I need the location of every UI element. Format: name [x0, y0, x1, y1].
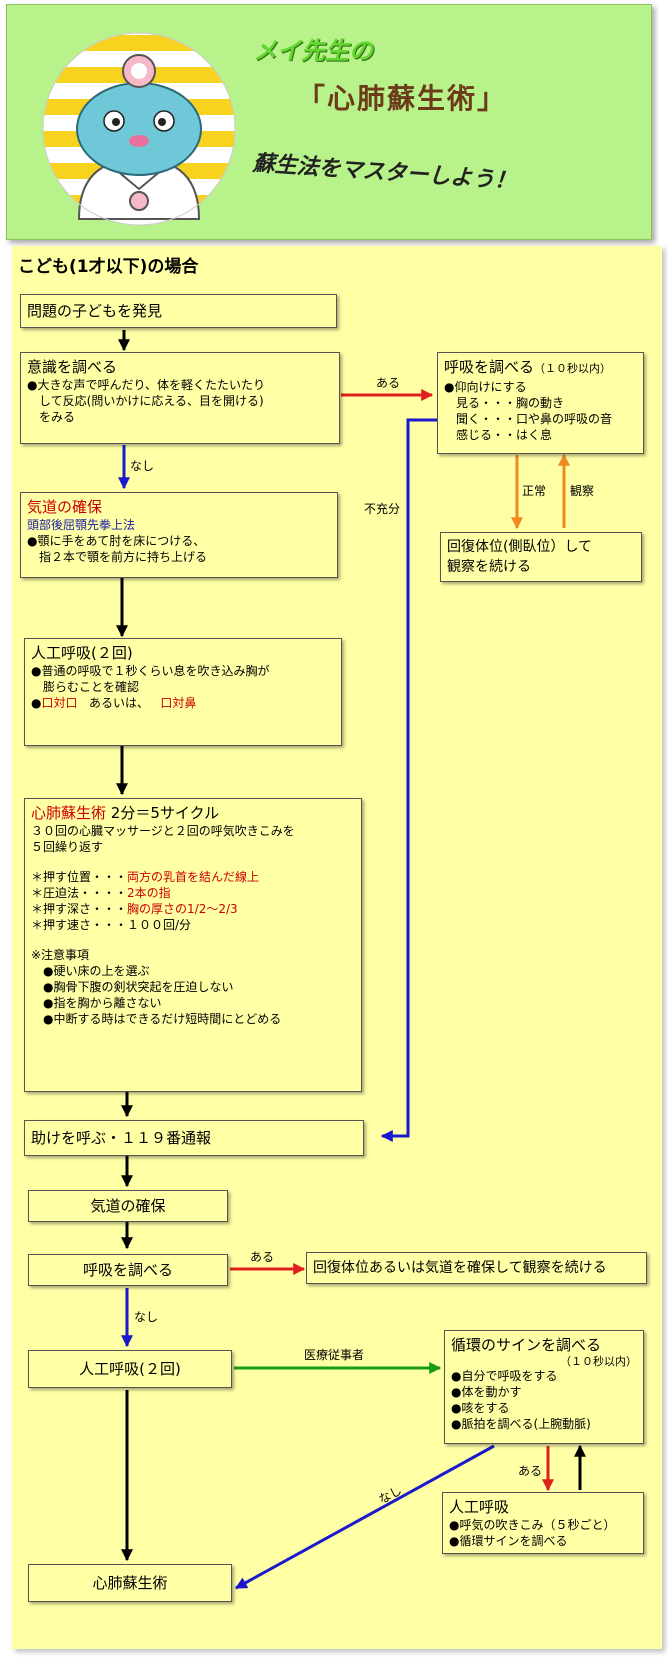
- circulation-line-4: ●脈拍を調べる(上腕動脈): [451, 1417, 591, 1431]
- cpr-p3-label: ＊押す深さ・・・: [31, 902, 128, 916]
- circulation-line-1: ●自分で呼吸をする: [451, 1369, 558, 1383]
- cpr-title-rest: 2分＝5サイクル: [110, 804, 220, 822]
- rescue-breath-3-title: 人工呼吸: [449, 1498, 510, 1516]
- or-text: あるいは、: [88, 696, 149, 710]
- cpr-p1-label: ＊押す位置・・・: [31, 870, 128, 884]
- consciousness-line-1: ●大きな声で呼んだり、体を軽くたたいたり: [27, 378, 265, 392]
- box-cpr: 心肺蘇生術 2分＝5サイクル ３０回の心臓マッサージと２回の呼気吹きこみを ５回…: [24, 798, 362, 1092]
- circulation-line-2: ●体を動かす: [451, 1385, 522, 1399]
- box-recovery-1: 回復体位(側臥位）して 観察を続ける: [440, 532, 642, 582]
- cpr-p4: ＊押す速さ・・・１００回/分: [31, 918, 192, 932]
- label-aru-1: ある: [376, 376, 401, 390]
- breath-check-1-line-1: ●仰向けにする: [444, 380, 527, 394]
- box-rescue-breath-3: 人工呼吸 ●呼気の吹きこみ（５秒ごと） ●循環サインを調べる: [442, 1492, 644, 1554]
- cpr-p2-val: 2本の指: [127, 886, 171, 900]
- mascot-logo: [42, 32, 236, 226]
- box-call-119: 助けを呼ぶ・１１９番通報: [24, 1120, 364, 1156]
- box-discover: 問題の子どもを発見: [20, 294, 337, 328]
- mouth-to-nose: 口対鼻: [160, 696, 197, 710]
- breath-check-1-title: 呼吸を調べる: [444, 358, 535, 376]
- breath-check-1-line-4: 感じる・・はく息: [444, 428, 553, 442]
- box-circulation: 循環のサインを調べる （１０秒以内） ●自分で呼吸をする ●体を動かす ●咳をす…: [444, 1330, 644, 1444]
- title-line2: 「心肺蘇生術」: [297, 82, 508, 115]
- caution-1: ●硬い床の上を選ぶ: [31, 964, 150, 978]
- airway-1-sub: 頭部後屈顎先拳上法: [27, 518, 136, 532]
- consciousness-title: 意識を調べる: [27, 358, 118, 376]
- rescue-breath-3-line-2: ●循環サインを調べる: [449, 1534, 568, 1548]
- breath-check-1-line-3: 聞く・・・口や鼻の呼吸の音: [444, 412, 613, 426]
- caution-3: ●指を胸から離さない: [31, 996, 162, 1010]
- header-banner: メイ先生の 「心肺蘇生術」 蘇生法をマスターしよう！: [6, 4, 652, 240]
- cpr-line-1: ３０回の心臓マッサージと２回の呼気吹きこみを: [31, 824, 295, 838]
- cpr-p2-label: ＊圧迫法・・・・: [31, 886, 128, 900]
- box-cpr-2: 心肺蘇生術: [28, 1564, 232, 1602]
- cpr-p3-val: 胸の厚さの1/2～2/3: [127, 902, 238, 916]
- cpr-title-red: 心肺蘇生術: [31, 804, 107, 822]
- box-airway-2: 気道の確保: [28, 1190, 228, 1222]
- box-breath-check-2: 呼吸を調べる: [28, 1254, 228, 1286]
- mouth-to-mouth: 口対口: [41, 696, 78, 710]
- label-nashi-2: なし: [134, 1310, 159, 1324]
- circulation-title: 循環のサインを調べる: [451, 1336, 602, 1354]
- bullet: ●: [31, 696, 42, 710]
- label-nashi-1: なし: [130, 459, 155, 473]
- consciousness-line-2: して反応(問いかけに応える、目を開ける): [27, 394, 264, 408]
- recovery-1-line-2: 観察を続ける: [447, 559, 531, 575]
- label-normal: 正常: [522, 484, 547, 498]
- box-breath-check-1: 呼吸を調べる（１０秒以内） ●仰向けにする 見る・・・胸の動き 聞く・・・口や鼻…: [437, 352, 644, 454]
- caution-2: ●胸骨下腹の剣状突起を圧迫しない: [31, 980, 234, 994]
- box-airway-1: 気道の確保 頭部後屈顎先拳上法 ●顎に手をあて肘を床につける、 指２本で顎を前方…: [20, 492, 338, 578]
- breath-check-1-note: （１０秒以内）: [534, 362, 612, 375]
- label-aru-2: ある: [250, 1250, 275, 1264]
- box-rescue-breath-1: 人工呼吸(２回) ●普通の呼吸で１秒くらい息を吹き込み胸が 膨らむことを確認 ●…: [24, 638, 342, 746]
- label-insufficient: 不充分: [364, 502, 401, 516]
- rescue-breath-1-title: 人工呼吸(２回): [31, 644, 133, 662]
- circulation-note: （１０秒以内）: [560, 1355, 637, 1368]
- airway-1-line-1: ●顎に手をあて肘を床につける、: [27, 534, 206, 548]
- airway-1-title: 気道の確保: [27, 498, 103, 516]
- label-aru-3: ある: [518, 1464, 543, 1478]
- breath-check-1-line-2: 見る・・・胸の動き: [444, 396, 565, 410]
- airway-1-line-2: 指２本で顎を前方に持ち上げる: [27, 550, 208, 564]
- label-observe: 観察: [570, 484, 595, 498]
- rescue-breath-1-line-1: ●普通の呼吸で１秒くらい息を吹き込み胸が: [31, 664, 270, 678]
- recovery-1-line-1: 回復体位(側臥位）して: [447, 539, 593, 555]
- cpr-p1-val: 両方の乳首を結んだ線上: [127, 870, 260, 884]
- consciousness-line-3: をみる: [27, 410, 76, 424]
- box-recovery-2: 回復体位あるいは気道を確保して観察を続ける: [306, 1252, 647, 1284]
- rescue-breath-3-line-1: ●呼気の吹きこみ（５秒ごと）: [449, 1518, 616, 1532]
- circulation-line-3: ●咳をする: [451, 1401, 510, 1415]
- caution-4: ●中断する時はできるだけ短時間にとどめる: [31, 1012, 282, 1026]
- section-title: こども(1才以下)の場合: [18, 257, 199, 277]
- label-medical: 医療従事者: [304, 1348, 365, 1362]
- box-rescue-breath-2: 人工呼吸(２回): [28, 1350, 232, 1388]
- box-consciousness: 意識を調べる ●大きな声で呼んだり、体を軽くたたいたり して反応(問いかけに応え…: [20, 352, 340, 444]
- cpr-line-2: ５回繰り返す: [31, 840, 104, 854]
- caution-title: ※注意事項: [31, 948, 90, 962]
- rescue-breath-1-line-2: 膨らむことを確認: [31, 680, 140, 694]
- title-line1: メイ先生の: [253, 37, 373, 65]
